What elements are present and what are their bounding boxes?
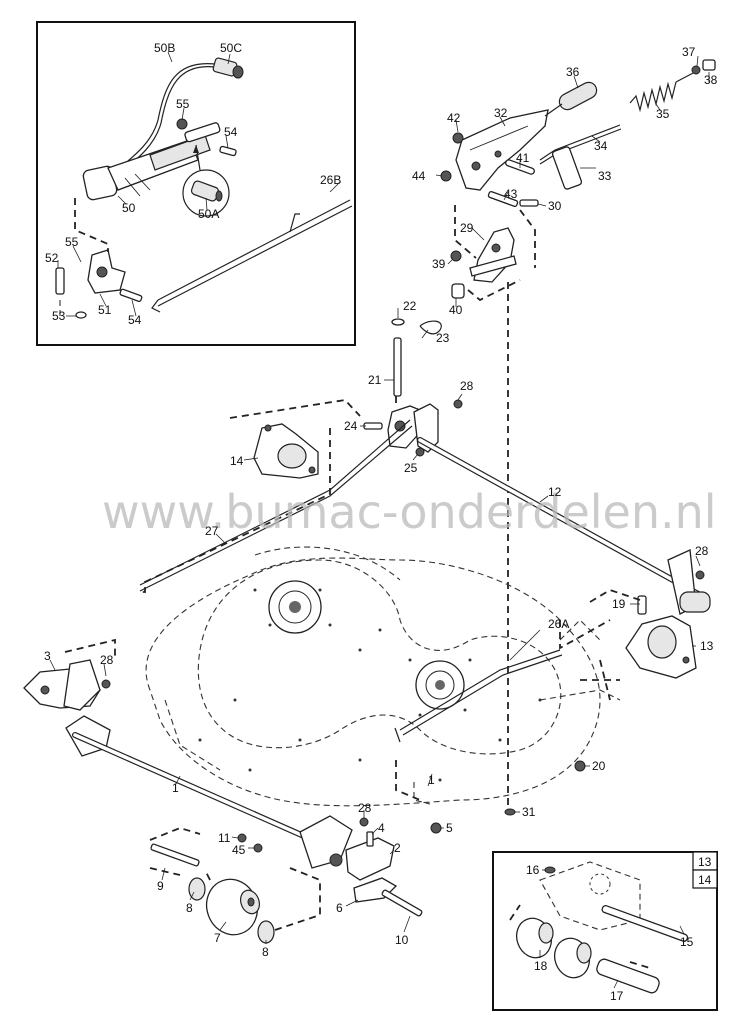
label-55a: 55 bbox=[176, 97, 190, 111]
label-22: 22 bbox=[403, 299, 417, 313]
label-16: 16 bbox=[526, 863, 540, 877]
label-45: 45 bbox=[232, 843, 246, 857]
label-29: 29 bbox=[460, 221, 474, 235]
linkage-27 bbox=[64, 399, 641, 801]
label-7: 7 bbox=[214, 931, 221, 945]
label-10: 10 bbox=[395, 933, 409, 947]
label-52: 52 bbox=[45, 251, 59, 265]
label-36: 36 bbox=[566, 65, 580, 79]
label-50C: 50C bbox=[220, 41, 242, 55]
label-26A: 26A bbox=[548, 617, 569, 631]
label-24: 24 bbox=[344, 419, 358, 433]
label-42: 42 bbox=[447, 111, 461, 125]
part-labels: 50B 50C 55 54 26B 50 50A 55 52 53 51 54 … bbox=[44, 41, 718, 1003]
label-15: 15 bbox=[680, 935, 694, 949]
label-21: 21 bbox=[368, 373, 382, 387]
label-33: 33 bbox=[598, 169, 612, 183]
label-18: 18 bbox=[534, 959, 548, 973]
label-41: 41 bbox=[516, 151, 530, 165]
label-53: 53 bbox=[52, 309, 66, 323]
front-shaft bbox=[23, 659, 586, 944]
label-37: 37 bbox=[682, 45, 696, 59]
label-34: 34 bbox=[594, 139, 608, 153]
label-14: 14 bbox=[230, 454, 244, 468]
label-13: 13 bbox=[700, 639, 714, 653]
rear-shaft bbox=[253, 423, 711, 679]
label-26B: 26B bbox=[320, 173, 341, 187]
label-31: 31 bbox=[522, 805, 536, 819]
label-1b: 1 bbox=[428, 773, 435, 787]
label-5: 5 bbox=[446, 821, 453, 835]
label-4: 4 bbox=[378, 821, 385, 835]
label-50A: 50A bbox=[198, 207, 219, 221]
label-3: 3 bbox=[44, 649, 51, 663]
label-23: 23 bbox=[436, 331, 450, 345]
label-25: 25 bbox=[404, 461, 418, 475]
label-17: 17 bbox=[610, 989, 624, 1003]
mower-deck bbox=[145, 546, 621, 807]
watermark-text: www.bumac-onderdelen.nl bbox=[102, 485, 717, 539]
leader-lines bbox=[49, 51, 710, 989]
label-9: 9 bbox=[157, 879, 164, 893]
inset-box-label-14: 14 bbox=[698, 873, 712, 887]
label-38: 38 bbox=[704, 73, 718, 87]
label-8b: 8 bbox=[262, 945, 269, 959]
label-19: 19 bbox=[612, 597, 626, 611]
label-35: 35 bbox=[656, 107, 670, 121]
label-55b: 55 bbox=[65, 235, 79, 249]
label-40: 40 bbox=[449, 303, 463, 317]
label-1: 1 bbox=[172, 781, 179, 795]
label-44: 44 bbox=[412, 169, 426, 183]
actuator-inset bbox=[36, 21, 356, 346]
label-2: 2 bbox=[394, 841, 401, 855]
label-11: 11 bbox=[218, 831, 231, 845]
label-30: 30 bbox=[548, 199, 562, 213]
label-51: 51 bbox=[98, 303, 112, 317]
label-28d: 28 bbox=[358, 801, 372, 815]
inset-box-label-13: 13 bbox=[698, 855, 712, 869]
label-28b: 28 bbox=[695, 544, 709, 558]
label-12: 12 bbox=[548, 485, 562, 499]
label-6: 6 bbox=[336, 901, 343, 915]
label-39: 39 bbox=[432, 257, 446, 271]
label-43: 43 bbox=[504, 187, 518, 201]
label-50B: 50B bbox=[154, 41, 175, 55]
label-50: 50 bbox=[122, 201, 136, 215]
label-28c: 28 bbox=[100, 653, 114, 667]
label-20: 20 bbox=[592, 759, 606, 773]
lever-assembly bbox=[440, 59, 716, 806]
label-54a: 54 bbox=[224, 125, 238, 139]
label-32: 32 bbox=[494, 106, 508, 120]
label-8a: 8 bbox=[186, 901, 193, 915]
label-54b: 54 bbox=[128, 313, 142, 327]
roller-inset bbox=[492, 851, 718, 1011]
label-27: 27 bbox=[205, 524, 219, 538]
label-28a: 28 bbox=[460, 379, 474, 393]
